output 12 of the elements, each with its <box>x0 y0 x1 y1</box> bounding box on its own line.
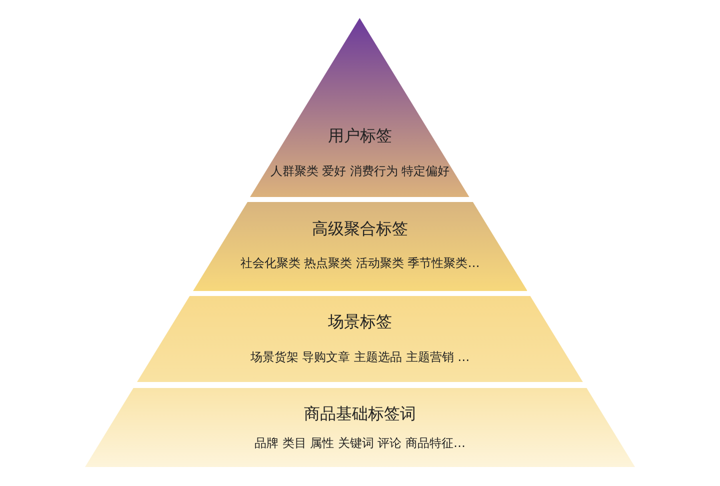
layer-heading: 高级聚合标签 <box>312 219 408 240</box>
pyramid-layer <box>84 388 635 467</box>
layer-heading: 商品基础标签词 <box>304 404 416 425</box>
tag-list: 品牌 类目 属性 关键词 评论 商品特征… <box>254 435 466 452</box>
layer-heading: 用户标签 <box>328 126 392 147</box>
tag-list: 场景货架 导购文章 主题选品 主题营销 … <box>250 349 470 366</box>
pyramid-layer <box>192 202 528 291</box>
pyramid-layer <box>250 18 470 197</box>
tag-list: 社会化聚类 热点聚类 活动聚类 季节性聚类… <box>240 255 480 272</box>
pyramid-layer <box>137 296 583 382</box>
tag-list: 人群聚类 爱好 消费行为 特定偏好 <box>270 163 450 180</box>
layer-heading: 场景标签 <box>328 312 392 333</box>
